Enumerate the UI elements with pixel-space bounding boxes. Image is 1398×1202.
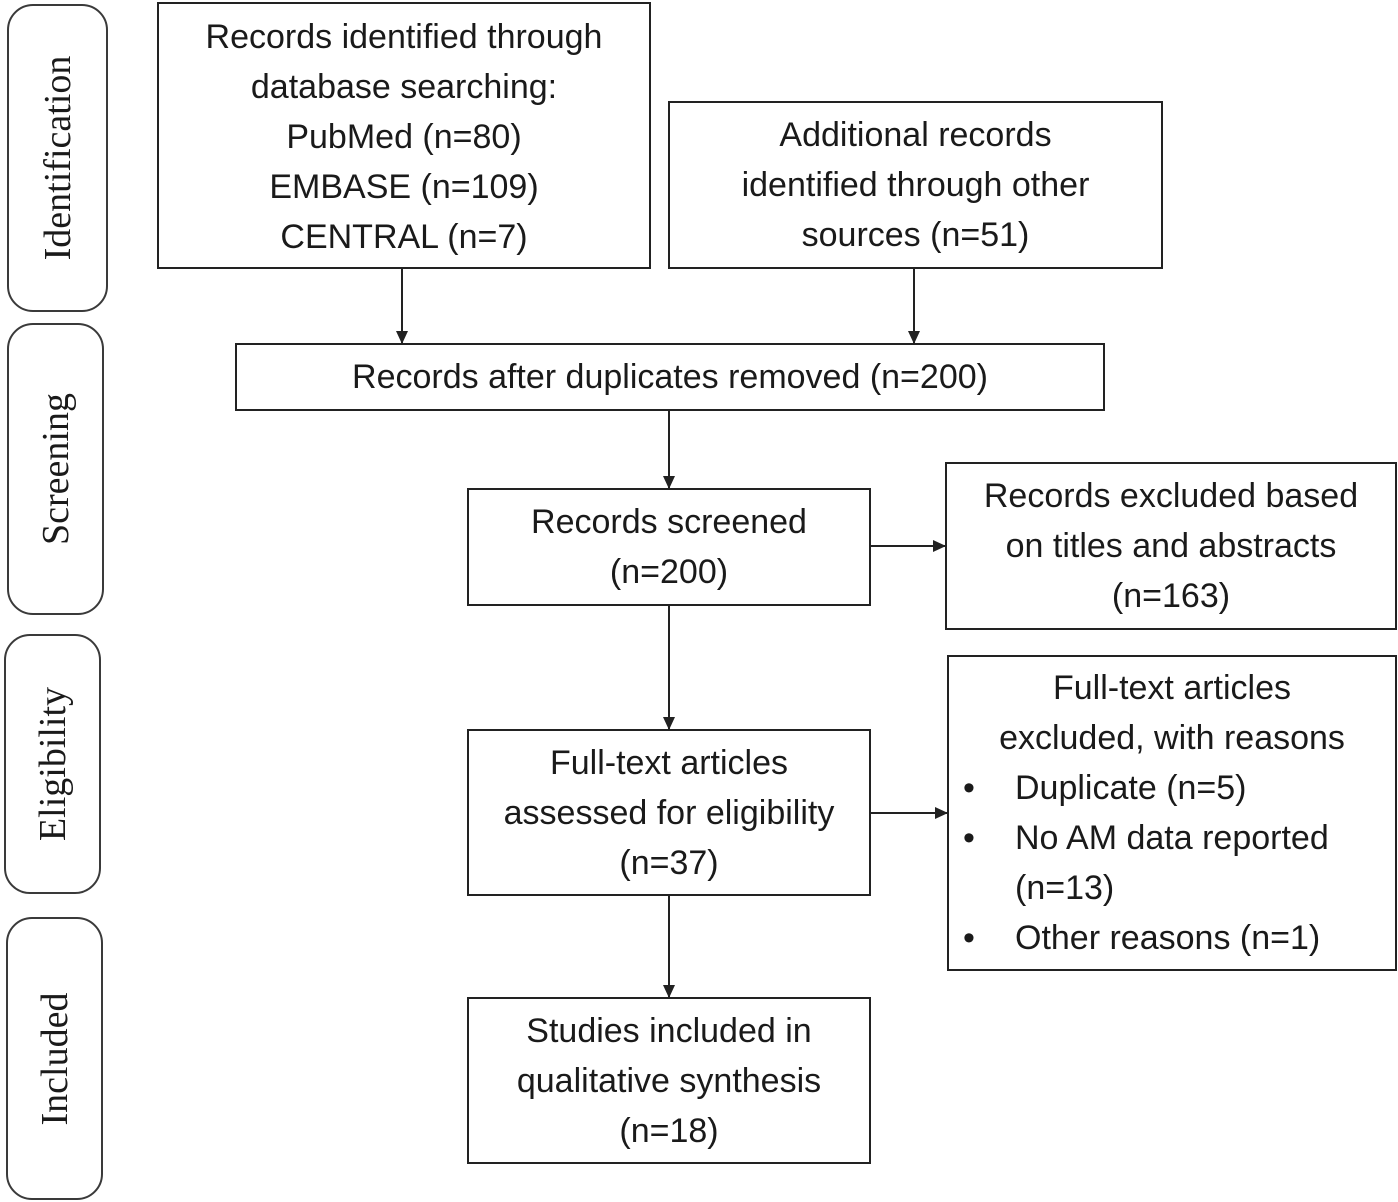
other-sources-line: identified through other: [741, 166, 1090, 204]
after-duplicates-box: Records after duplicates removed (n=200): [235, 343, 1105, 411]
fulltext-excluded-heading: excluded, with reasons: [999, 719, 1345, 757]
records-screened-count: (n=200): [609, 553, 729, 591]
exclusion-reasons-list: • Duplicate (n=5) • No AM data reported …: [949, 763, 1395, 963]
other-sources-count: sources (n=51): [801, 216, 1030, 254]
fulltext-assessed-box: Full-text articles assessed for eligibil…: [467, 729, 871, 896]
records-excluded-line: Records excluded based: [983, 477, 1359, 515]
phase-identification-label: Identification: [36, 55, 79, 261]
records-excluded-line: on titles and abstracts: [1005, 527, 1337, 565]
fulltext-assessed-line: Full-text articles: [549, 743, 789, 782]
reason-item-other: • Other reasons (n=1): [949, 913, 1395, 963]
reason-item-duplicate: • Duplicate (n=5): [949, 763, 1395, 813]
bullet-marker: •: [963, 919, 975, 957]
phase-screening-label: Screening: [34, 393, 77, 545]
records-screened-box: Records screened (n=200): [467, 488, 871, 606]
included-studies-box: Studies included in qualitative synthesi…: [467, 997, 871, 1164]
fulltext-excluded-box: Full-text articles excluded, with reason…: [947, 655, 1397, 971]
reason-item-no-am-data: • No AM data reported (n=13): [949, 813, 1395, 913]
phase-identification: Identification: [7, 4, 108, 312]
database-search-line: Records identified through: [205, 18, 603, 56]
included-studies-line: qualitative synthesis: [516, 1061, 822, 1100]
reason-text: Other reasons (n=1): [1015, 919, 1321, 957]
bullet-marker: •: [963, 819, 975, 857]
records-screened-line: Records screened: [531, 503, 807, 541]
other-sources-box: Additional records identified through ot…: [668, 101, 1163, 269]
embase-count: EMBASE (n=109): [269, 168, 539, 206]
phase-eligibility-label: Eligibility: [31, 686, 74, 842]
pubmed-count: PubMed (n=80): [286, 118, 522, 156]
records-excluded-box: Records excluded based on titles and abs…: [945, 462, 1397, 630]
database-search-line: database searching:: [250, 68, 558, 106]
other-sources-line: Additional records: [779, 116, 1052, 154]
bullet-marker: •: [963, 769, 975, 807]
included-studies-line: Studies included in: [526, 1011, 812, 1050]
database-search-box: Records identified through database sear…: [157, 2, 651, 269]
phase-eligibility: Eligibility: [4, 634, 101, 894]
reason-text: Duplicate (n=5): [1015, 769, 1247, 807]
reason-count: (n=13): [1015, 869, 1115, 907]
phase-included-label: Included: [33, 992, 76, 1125]
fulltext-assessed-count: (n=37): [619, 843, 719, 882]
reason-text: No AM data reported: [1015, 819, 1329, 857]
central-count: CENTRAL (n=7): [280, 218, 528, 256]
records-excluded-count: (n=163): [1111, 577, 1231, 615]
phase-included: Included: [6, 917, 103, 1200]
fulltext-assessed-line: assessed for eligibility: [503, 793, 835, 832]
phase-screening: Screening: [7, 323, 104, 615]
after-duplicates-text: Records after duplicates removed (n=200): [352, 358, 988, 396]
included-studies-count: (n=18): [619, 1111, 719, 1150]
fulltext-excluded-heading: Full-text articles: [1052, 669, 1292, 707]
